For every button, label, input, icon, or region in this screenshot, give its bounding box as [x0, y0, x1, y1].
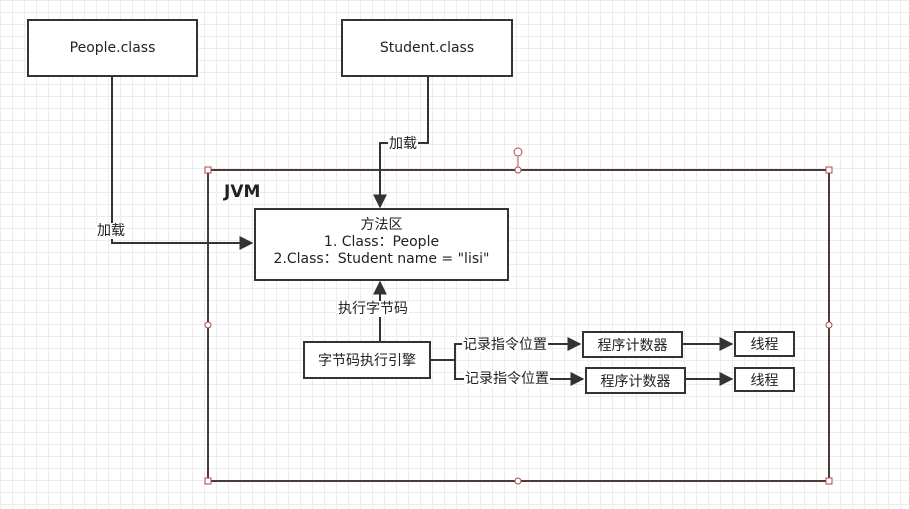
thread-label-1: 线程 [750, 337, 779, 353]
people-class-box[interactable]: People.class [27, 19, 198, 77]
load-label-student: 加载 [388, 136, 418, 152]
method-area-line1: 1. Class：People [323, 234, 440, 250]
load-label-people: 加载 [96, 223, 126, 239]
jvm-title: JVM [224, 182, 261, 202]
pc-counter-label-1: 程序计数器 [597, 337, 668, 354]
thread-label-2: 线程 [750, 372, 779, 389]
method-area-line2: 2.Class：Student name = "lisi" [273, 251, 490, 267]
method-area-title: 方法区 [360, 217, 403, 233]
student-class-box[interactable]: Student.class [341, 19, 513, 77]
thread-box-2[interactable]: 线程 [734, 367, 795, 392]
record-label-1: 记录指令位置 [462, 337, 548, 353]
pc-counter-box-1[interactable]: 程序计数器 [582, 331, 683, 358]
student-class-label: Student.class [379, 40, 475, 56]
bytecode-engine-label: 字节码执行引擎 [318, 353, 416, 369]
connector-people-load [111, 77, 254, 250]
rotate-handle[interactable] [513, 147, 523, 157]
method-area-box[interactable]: 方法区 1. Class：People 2.Class：Student name… [254, 208, 509, 281]
selection-handles[interactable] [204, 166, 833, 485]
exec-bytecode-label: 执行字节码 [337, 301, 409, 317]
pc-counter-label-2: 程序计数器 [600, 373, 671, 390]
people-class-label: People.class [69, 40, 156, 56]
bytecode-engine-box[interactable]: 字节码执行引擎 [303, 341, 431, 379]
record-label-2: 记录指令位置 [464, 371, 550, 387]
thread-box-1[interactable]: 线程 [734, 331, 795, 357]
pc-counter-box-2[interactable]: 程序计数器 [585, 367, 686, 394]
